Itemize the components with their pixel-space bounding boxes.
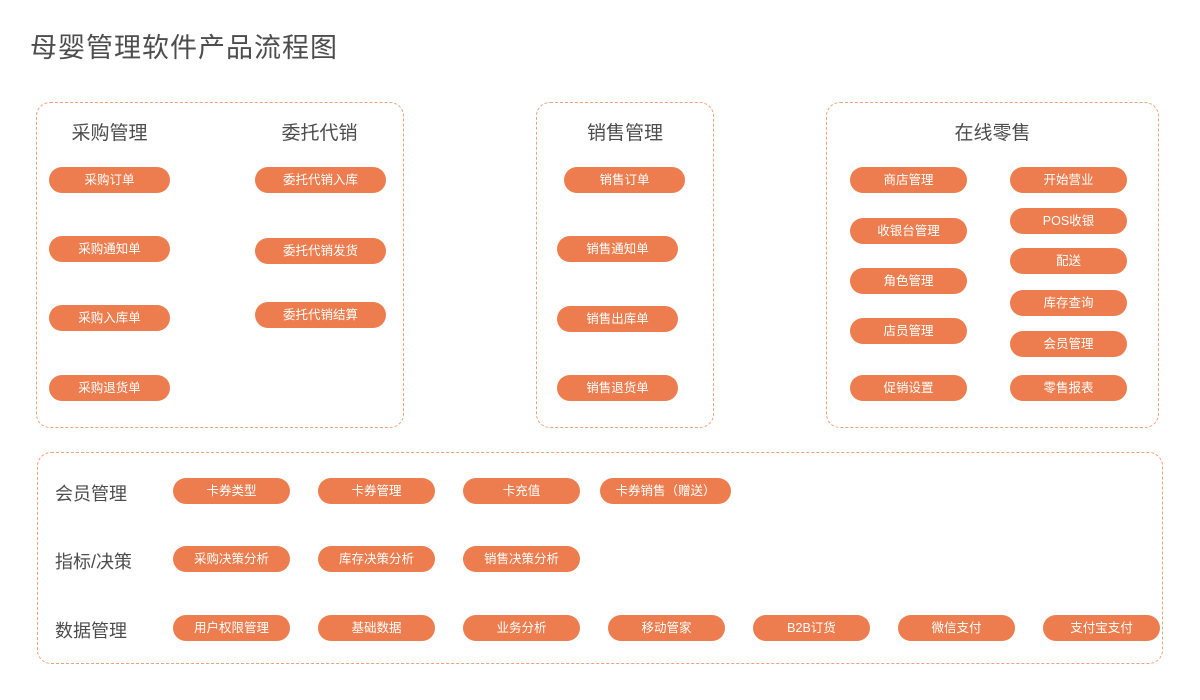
pill-card-management[interactable]: 卡券管理 (318, 478, 435, 504)
panel-sales-management (536, 102, 714, 428)
pill-sales-order[interactable]: 销售订单 (564, 167, 685, 193)
pill-role-management[interactable]: 角色管理 (850, 268, 967, 294)
pill-card-sales-gift[interactable]: 卡券销售（赠送） (600, 478, 731, 504)
pill-card-type[interactable]: 卡券类型 (173, 478, 290, 504)
pill-cashier-desk-management[interactable]: 收银台管理 (850, 218, 967, 244)
pill-purchase-decision-analysis[interactable]: 采购决策分析 (173, 546, 290, 572)
panel-purchase-management (36, 102, 404, 428)
row-label-member-management: 会员管理 (55, 484, 127, 504)
pill-purchase-order[interactable]: 采购订单 (49, 167, 170, 193)
panel-title-online-retail: 在线零售 (954, 123, 1031, 144)
pill-retail-report[interactable]: 零售报表 (1010, 375, 1127, 401)
pill-b2b-ordering[interactable]: B2B订货 (753, 615, 870, 641)
pill-purchase-return[interactable]: 采购退货单 (49, 375, 170, 401)
column-title-consignment: 委托代销 (281, 123, 358, 144)
pill-consignment-settlement[interactable]: 委托代销结算 (255, 302, 386, 328)
pill-sales-notice[interactable]: 销售通知单 (557, 236, 678, 262)
pill-purchase-inbound[interactable]: 采购入库单 (49, 305, 170, 331)
row-label-metrics-decision: 指标/决策 (55, 552, 133, 572)
pill-staff-management[interactable]: 店员管理 (850, 318, 967, 344)
pill-pos-checkout[interactable]: POS收银 (1010, 208, 1127, 234)
pill-promotion-settings[interactable]: 促销设置 (850, 375, 967, 401)
column-title-purchase: 采购管理 (71, 123, 148, 144)
column-title-sales: 销售管理 (586, 123, 663, 144)
pill-store-management[interactable]: 商店管理 (850, 167, 967, 193)
pill-member-management-retail[interactable]: 会员管理 (1010, 331, 1127, 357)
pill-consignment-inbound[interactable]: 委托代销入库 (255, 167, 386, 193)
pill-start-business[interactable]: 开始营业 (1010, 167, 1127, 193)
pill-wechat-pay[interactable]: 微信支付 (898, 615, 1015, 641)
pill-delivery[interactable]: 配送 (1010, 248, 1127, 274)
pill-mobile-steward[interactable]: 移动管家 (608, 615, 725, 641)
pill-basic-data[interactable]: 基础数据 (318, 615, 435, 641)
pill-alipay[interactable]: 支付宝支付 (1043, 615, 1160, 641)
pill-sales-return[interactable]: 销售退货单 (557, 375, 678, 401)
pill-purchase-notice[interactable]: 采购通知单 (49, 236, 170, 262)
pill-sales-outbound[interactable]: 销售出库单 (557, 306, 678, 332)
pill-consignment-shipment[interactable]: 委托代销发货 (255, 238, 386, 264)
row-label-data-management: 数据管理 (55, 621, 127, 641)
pill-inventory-decision-analysis[interactable]: 库存决策分析 (318, 546, 435, 572)
pill-user-permission-management[interactable]: 用户权限管理 (173, 615, 290, 641)
pill-sales-decision-analysis[interactable]: 销售决策分析 (463, 546, 580, 572)
page-title: 母婴管理软件产品流程图 (30, 33, 338, 63)
pill-business-analysis[interactable]: 业务分析 (463, 615, 580, 641)
pill-card-recharge[interactable]: 卡充值 (463, 478, 580, 504)
pill-inventory-query[interactable]: 库存查询 (1010, 290, 1127, 316)
